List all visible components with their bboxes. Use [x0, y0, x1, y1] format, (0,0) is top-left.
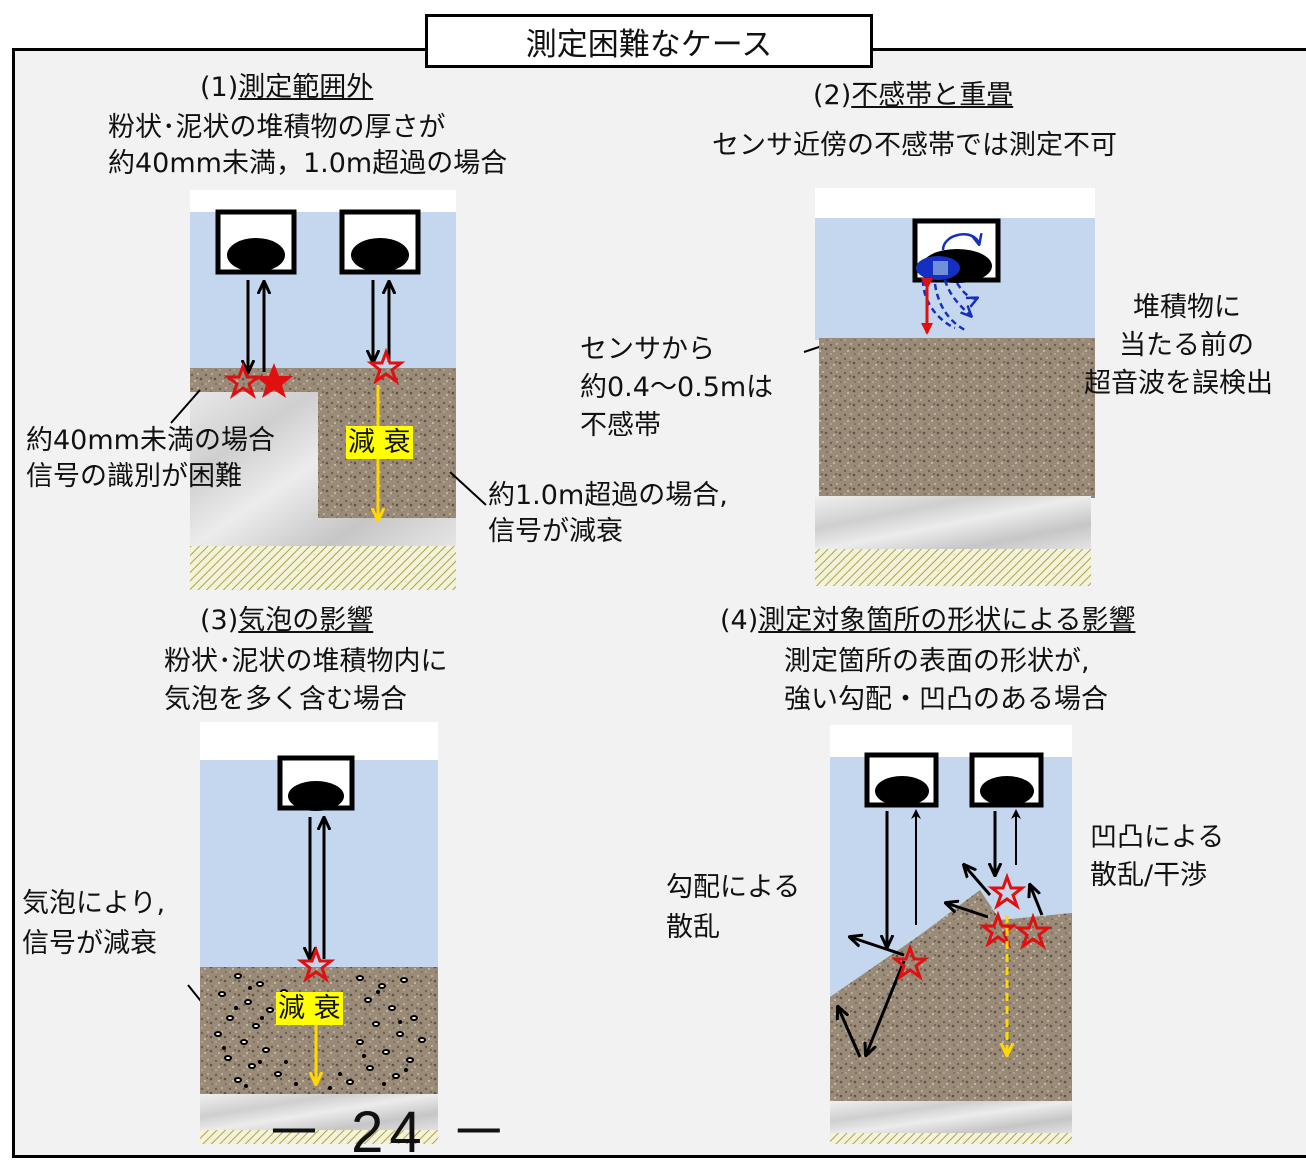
case2-air: [815, 188, 1095, 218]
sensor-icon: [215, 209, 297, 275]
case4-bedrock: [830, 1101, 1072, 1135]
reflection-star-icon: [1013, 912, 1053, 950]
case2-heading-number: (2): [813, 80, 852, 111]
case2-sediment: [819, 338, 1095, 498]
case4-note-left-line2: 散乱: [666, 912, 720, 943]
case1-heading-number: (1): [200, 72, 239, 103]
case2-note-right-line1: 堆積物に: [1133, 292, 1241, 323]
case3-desc-line2: 気泡を多く含む場合: [164, 684, 407, 715]
case3-note-line1: 気泡により,: [22, 888, 166, 919]
reverberation-icon: [916, 234, 979, 332]
case3-desc-line1: 粉状･泥状の堆積物内に: [164, 646, 448, 677]
reflection-star-icon: [366, 347, 406, 385]
case4-note-right-line1: 凹凸による: [1090, 822, 1225, 853]
case2-desc: センサ近傍の不感帯では測定不可: [712, 130, 1117, 161]
sensor-icon: [864, 752, 939, 808]
page-title: 測定困難なケース: [425, 14, 873, 68]
case4-desc-line1: 測定箇所の表面の形状が,: [784, 646, 1090, 677]
case3-bedrock: [200, 1094, 438, 1132]
scatter-arrow: [850, 937, 905, 957]
reflection-star-icon: [296, 945, 336, 983]
case2-heading: (2)不感帯と重畳: [813, 80, 1013, 112]
case2-note-left-line3: 不感帯: [580, 410, 661, 441]
case4-air: [830, 725, 1072, 757]
case1-desc-line2: 約40mm未満，1.0m超過の場合: [108, 148, 508, 179]
sensor-icon: [339, 209, 421, 275]
sensor-icon: [277, 755, 355, 811]
scatter-arrow: [946, 903, 989, 919]
case3-heading: (3)気泡の影響: [200, 605, 373, 637]
scatter-arrow: [866, 960, 906, 1055]
case1-base-layer: [190, 546, 456, 590]
scatter-arrow: [1030, 885, 1044, 916]
case2-note-right-line2: 当たる前の: [1119, 330, 1254, 361]
case4-diagram: [830, 725, 1072, 1144]
case2-base-layer: [815, 549, 1091, 586]
case1-note-left-line2: 信号の識別が困難: [26, 461, 242, 492]
case1-left-leader: [170, 389, 201, 424]
case1-right-leader: [449, 471, 487, 506]
case3-base-layer: [200, 1130, 438, 1144]
case3-note-line2: 信号が減衰: [22, 928, 157, 959]
case4-base-layer: [830, 1133, 1072, 1144]
case3-heading-text: 気泡の影響: [238, 605, 374, 636]
case2-note-left-line2: 約0.4～0.5mは: [580, 372, 774, 403]
reflection-star-icon: [255, 363, 293, 398]
reflection-star-icon: [890, 943, 930, 981]
case1-note-right-line2: 信号が減衰: [488, 516, 623, 547]
case2-diagram: [815, 188, 1095, 586]
case1-heading-text: 測定範囲外: [238, 72, 374, 103]
reflection-star-icon: [223, 361, 263, 399]
case1-note-right-line1: 約1.0m超過の場合,: [488, 480, 728, 511]
case4-heading-text: 測定対象箇所の形状による影響: [758, 605, 1136, 636]
case3-air: [200, 722, 438, 760]
case1-desc-line1: 粉状･泥状の堆積物の厚さが: [108, 112, 446, 143]
case3-attenuation-label: 減 衰: [276, 992, 343, 1025]
case2-bedrock: [815, 496, 1091, 551]
case4-note-right-line2: 散乱/干渉: [1090, 860, 1208, 891]
scatter-arrow: [964, 865, 992, 896]
case3-heading-number: (3): [200, 605, 239, 636]
case4-note-left-line1: 勾配による: [666, 872, 801, 903]
case4-heading-number: (4): [720, 605, 759, 636]
case1-note-left-line1: 約40mm未満の場合: [26, 425, 275, 456]
case4-desc-line2: 強い勾配・凹凸のある場合: [784, 684, 1108, 715]
case2-note-left-line1: センサから: [580, 334, 715, 365]
sensor-icon: [969, 752, 1044, 808]
case1-attenuation-label: 減 衰: [346, 426, 413, 459]
page-number: － 24 －: [265, 1100, 514, 1165]
scatter-arrow: [838, 1007, 862, 1058]
case2-heading-text: 不感帯と重畳: [851, 80, 1014, 111]
case3-diagram: [200, 722, 438, 1144]
case1-air: [190, 190, 456, 212]
case1-heading: (1)測定範囲外: [200, 72, 373, 104]
case4-heading: (4)測定対象箇所の形状による影響: [720, 605, 1135, 637]
bubbles-icon: [222, 986, 408, 1090]
reflection-star-icon: [978, 910, 1018, 948]
case2-note-right-line3: 超音波を誤検出: [1084, 368, 1273, 399]
reflection-star-icon: [987, 872, 1027, 910]
